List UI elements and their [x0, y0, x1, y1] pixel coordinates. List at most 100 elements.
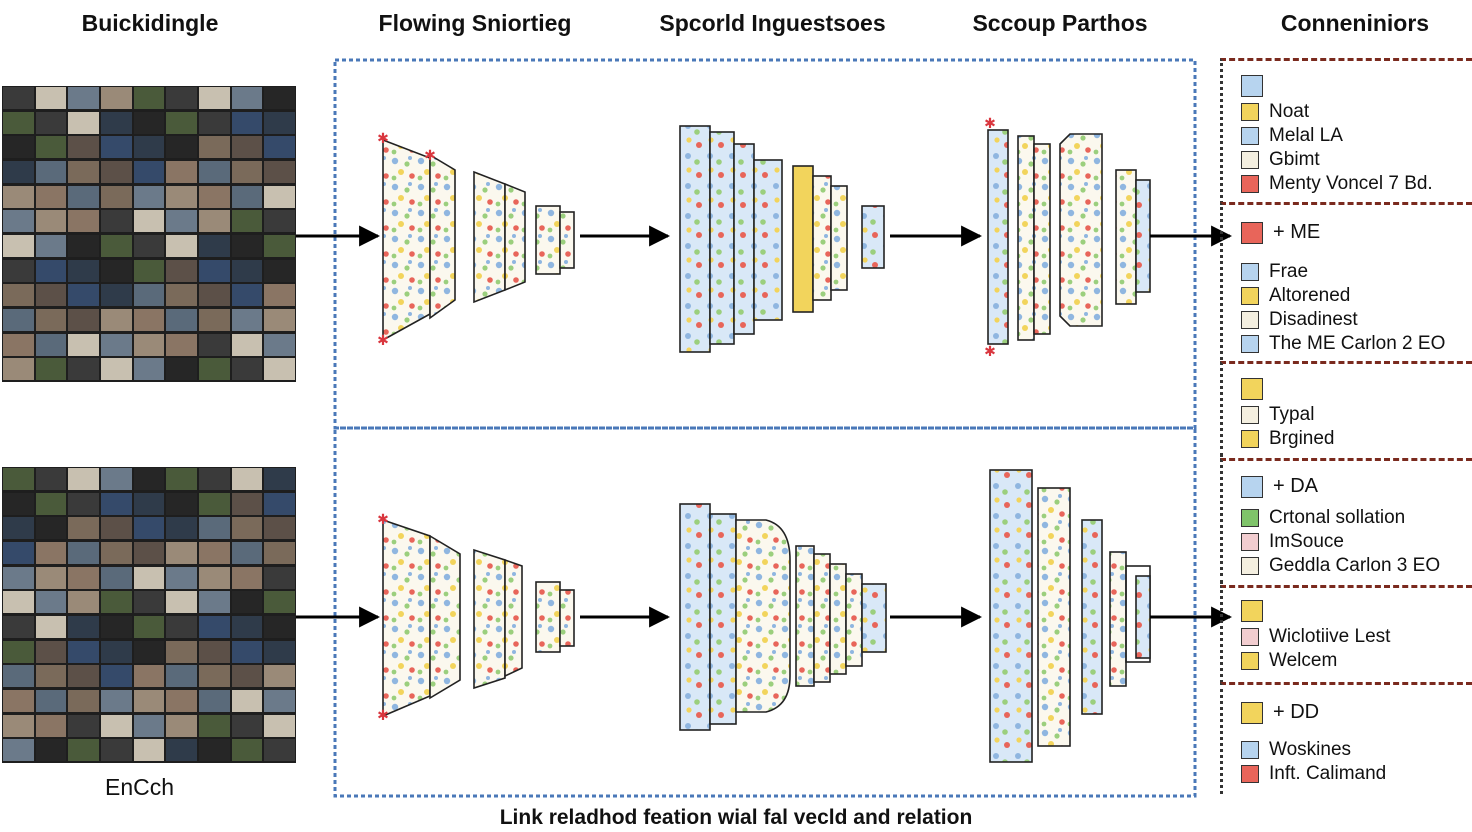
photo-tile	[68, 234, 99, 257]
photo-tile	[35, 234, 67, 257]
photo-tile	[198, 640, 230, 663]
photo-tile	[198, 492, 230, 515]
photo-tile	[198, 308, 230, 331]
photo-tile	[166, 284, 197, 307]
photo-tile	[68, 566, 99, 589]
photo-tile	[198, 185, 230, 208]
column-title-3: Spcorld Inguestsoes	[659, 10, 886, 36]
photo-tile	[133, 517, 165, 540]
legend-swatch	[1241, 287, 1259, 305]
legend-item-label: The ME Carlon 2 EO	[1269, 333, 1446, 354]
photo-tile	[133, 210, 165, 233]
photo-tile	[166, 210, 197, 233]
photo-tile	[133, 541, 165, 564]
photo-tile	[3, 136, 34, 159]
photo-tile	[3, 739, 34, 762]
photo-tile	[3, 640, 34, 663]
photo-tile	[35, 665, 67, 688]
photo-tile	[231, 541, 263, 564]
legend-item: Menty Voncel 7 Bd.	[1241, 173, 1433, 195]
photo-tile	[68, 136, 99, 159]
photo-tile	[3, 541, 34, 564]
legend-item-label: Crtonal sollation	[1269, 507, 1406, 528]
photo-tile	[198, 689, 230, 712]
legend-swatch	[1241, 127, 1259, 145]
encoder-block-top: ✱ ✱ ✱	[377, 130, 575, 348]
svg-text:✱: ✱	[984, 115, 996, 131]
photo-tile	[3, 160, 34, 183]
photo-tile	[35, 615, 67, 638]
photo-tile	[100, 259, 132, 282]
encoder-block-bottom: ✱ ✱	[377, 511, 575, 723]
pathway-block-top: ✱ ✱	[984, 115, 1151, 359]
photo-tile	[100, 284, 132, 307]
photo-tile	[133, 284, 165, 307]
photo-tile	[166, 468, 197, 490]
photo-tile	[133, 111, 165, 134]
legend-item: Typal	[1241, 404, 1314, 426]
photo-tile	[35, 333, 67, 356]
legend-item-label: ImSouce	[1269, 531, 1344, 552]
photo-tile	[35, 689, 67, 712]
legend-item: Gbimt	[1241, 149, 1320, 171]
legend-group-label: + ME	[1273, 221, 1321, 243]
photo-tile	[68, 308, 99, 331]
legend-item: Welcem	[1241, 650, 1337, 672]
photo-tile	[231, 111, 263, 134]
photo-tile	[231, 308, 263, 331]
photo-tile	[133, 87, 165, 109]
photo-tile	[166, 591, 197, 614]
photo-tile	[198, 714, 230, 737]
photo-tile	[264, 284, 295, 307]
photo-tile	[231, 517, 263, 540]
photo-tile	[35, 492, 67, 515]
legend-swatch	[1241, 175, 1259, 193]
legend-swatch	[1241, 263, 1259, 281]
legend-item-label: Geddla Carlon 3 EO	[1269, 555, 1441, 576]
photo-tile	[100, 234, 132, 257]
photo-tile	[166, 640, 197, 663]
photo-tile	[198, 284, 230, 307]
photo-tile	[100, 160, 132, 183]
photo-tile	[198, 160, 230, 183]
photo-tile	[3, 111, 34, 134]
legend-swatch	[1241, 430, 1259, 448]
photo-tile	[264, 185, 295, 208]
photo-tile	[100, 591, 132, 614]
column-title-5: Conneniniors	[1280, 10, 1430, 36]
photo-tile	[100, 566, 132, 589]
photo-tile	[35, 210, 67, 233]
photo-tile	[264, 640, 295, 663]
column-title-2: Flowing Sniortieg	[378, 10, 572, 36]
photo-tile	[166, 333, 197, 356]
legend-swatch	[1241, 557, 1259, 575]
photo-tile	[68, 358, 99, 381]
photo-tile	[231, 333, 263, 356]
photo-tile	[100, 87, 132, 109]
photo-tile	[264, 591, 295, 614]
photo-tile	[166, 160, 197, 183]
legend-swatch	[1241, 335, 1259, 353]
svg-text:✱: ✱	[377, 511, 389, 527]
photo-tile	[133, 591, 165, 614]
legend-group-head: + ME	[1241, 221, 1320, 244]
photo-tile	[68, 160, 99, 183]
photo-tile	[264, 308, 295, 331]
photo-tile	[231, 615, 263, 638]
photo-tile	[133, 714, 165, 737]
legend-swatch	[1241, 475, 1263, 498]
photo-tile	[198, 541, 230, 564]
legend-item: The ME Carlon 2 EO	[1241, 333, 1445, 355]
legend-item-label: Disadinest	[1269, 309, 1358, 330]
photo-tile	[198, 358, 230, 381]
photo-tile	[68, 492, 99, 515]
photo-tile	[198, 739, 230, 762]
legend-group-label: + DA	[1273, 475, 1319, 497]
photo-tile	[264, 714, 295, 737]
photo-tile	[198, 591, 230, 614]
photo-tile	[133, 739, 165, 762]
photo-tile	[68, 185, 99, 208]
photo-tile	[133, 615, 165, 638]
